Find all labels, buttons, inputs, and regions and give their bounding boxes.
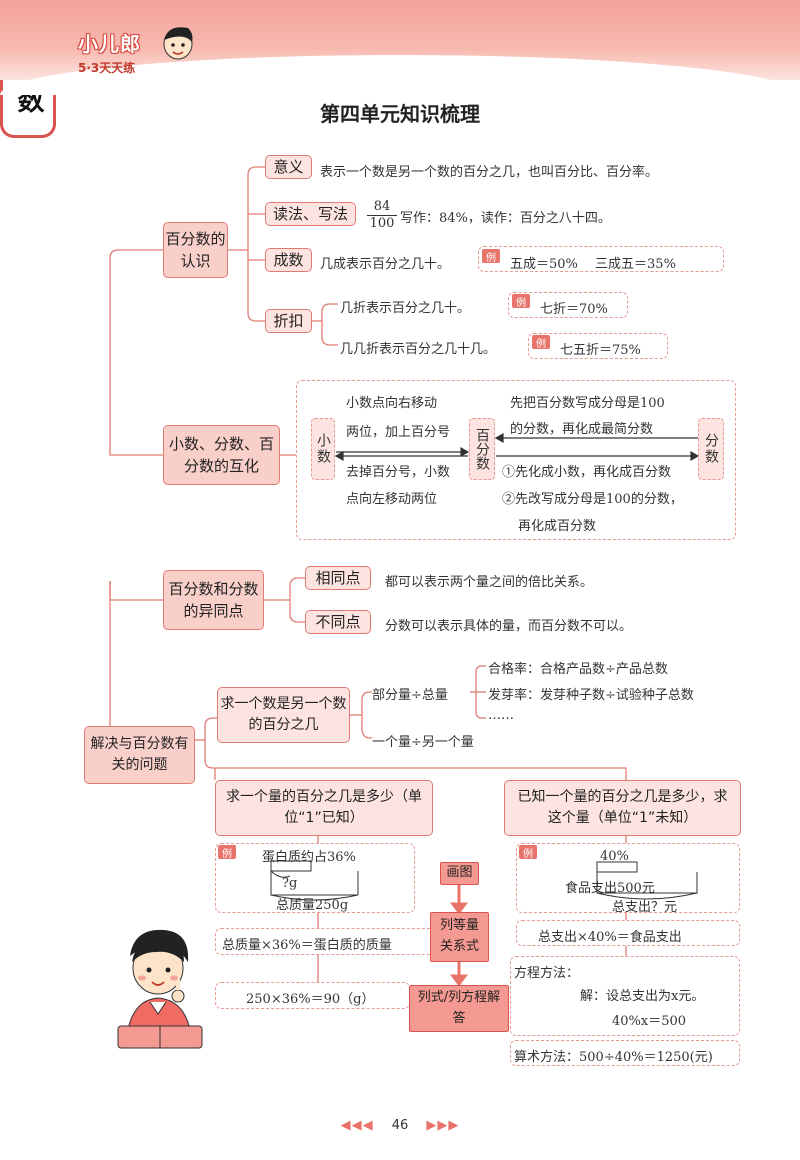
q3-arith: 算术方法：500÷40%＝1250(元): [514, 1050, 713, 1065]
q1-rate2: 发芽率：发芽种子数÷试验种子总数: [488, 688, 694, 703]
step-solve: 列式/列方程解答: [409, 985, 509, 1032]
f2p-line2: ②先改写成分母是100的分数，: [502, 492, 683, 507]
page-title: 第四单元知识梳理: [320, 102, 480, 126]
topic-compare: 百分数和分数的异同点: [163, 570, 264, 630]
label-q3: 已知一个量的百分之几是多少，求这个量（单位“1”未知）: [504, 780, 741, 836]
q3-diagram-box: [516, 843, 740, 913]
q2-ex1: 蛋白质约占36%: [262, 850, 356, 865]
q3-eq-title: 方程方法：: [514, 966, 580, 981]
q1-rate1: 合格率：合格产品数÷产品总数: [488, 662, 668, 677]
q3-ex2: 食品支出500元: [565, 881, 655, 896]
q3-equation-box: [510, 956, 740, 1036]
zhe-example-box-1: [508, 292, 628, 318]
read-text: 写作：84%，读作：百分之八十四。: [400, 211, 611, 226]
p2d-line1: 去掉百分号，小数: [346, 465, 451, 480]
zhe-example-box-2: [528, 333, 668, 359]
cheng-example: 五成＝50% 三成五＝35%: [510, 257, 676, 272]
page-footer: ◀◀◀ 46 ▶▶▶: [0, 1118, 800, 1133]
example-tag: 例: [218, 845, 236, 860]
q3-arith-box: [510, 1040, 740, 1066]
brand-logo: 小儿郎 5·3天天练: [78, 32, 141, 75]
q1-other: 一个量÷另一个量: [372, 735, 474, 750]
node-percent: 百分数: [469, 418, 495, 480]
p2f-line2: 的分数，再化成最简分数: [510, 422, 654, 437]
node-fraction: 分数: [698, 418, 724, 480]
mascot-icon: [163, 27, 193, 60]
label-same: 相同点: [305, 566, 371, 590]
label-zhekou: 折扣: [265, 309, 312, 333]
q3-eq2: 40%x＝500: [612, 1014, 687, 1029]
f2p-line3: 再化成百分数: [518, 519, 597, 534]
arrow-left-icon: ◀◀◀: [340, 1118, 374, 1133]
example-tag: 例: [482, 249, 500, 264]
q2-formula: 总质量×36%＝蛋白质的质量: [222, 938, 392, 953]
fraction-84-100: 84 100: [367, 199, 397, 232]
step-relation: 列等量关系式: [430, 912, 489, 962]
arrow-right-icon: ▶▶▶: [426, 1118, 460, 1133]
student-mascot-icon: [117, 929, 203, 1049]
p2d-line2: 点向左移动两位: [346, 492, 438, 507]
cheng-example-box: [478, 246, 724, 272]
label-diff: 不同点: [305, 610, 371, 634]
node-decimal: 小数: [311, 418, 335, 480]
example-tag: 例: [532, 335, 550, 350]
step-draw: 画图: [440, 862, 479, 885]
label-read-write: 读法、写法: [265, 202, 356, 226]
q2-calc: 250×36%＝90（g）: [246, 992, 375, 1007]
diff-text: 分数可以表示具体的量，而百分数不可以。: [385, 619, 633, 634]
q3-ex1: 40%: [600, 849, 629, 864]
topic-percent-meaning: 百分数的认识: [163, 222, 228, 278]
topic-conversion: 小数、分数、百分数的互化: [163, 425, 280, 485]
page-number: 46: [391, 1118, 409, 1133]
q1-rate3: ……: [488, 708, 514, 723]
meaning-text: 表示一个数是另一个数的百分之几，也叫百分比、百分率。: [320, 165, 659, 180]
example-tag: 例: [519, 845, 537, 860]
q2-ex3: 总质量250g: [276, 898, 349, 913]
q3-ex3: 总支出？元: [612, 900, 678, 915]
label-q1: 求一个数是另一个数的百分之几: [217, 687, 350, 743]
q2-ex2: ?g: [282, 876, 298, 891]
label-cheng: 成数: [265, 248, 312, 272]
q3-formula: 总支出×40%＝食品支出: [538, 930, 682, 945]
d2p-line2: 两位，加上百分号: [346, 425, 451, 440]
topic-problems: 解决与百分数有关的问题: [84, 726, 195, 784]
q3-eq1: 解：设总支出为x元。: [580, 989, 705, 1004]
zhe-text-2: 几几折表示百分之几十几。: [340, 342, 497, 357]
zhe-example-1: 七折＝70%: [540, 302, 608, 317]
cheng-text: 几成表示百分之几十。: [320, 257, 451, 272]
zhe-example-2: 七五折＝75%: [560, 343, 641, 358]
f2p-line1: ①先化成小数，再化成百分数: [502, 465, 672, 480]
d2p-line1: 小数点向右移动: [346, 396, 438, 411]
example-tag: 例: [512, 294, 530, 309]
p2f-line1: 先把百分数写成分母是100: [510, 396, 665, 411]
label-q2: 求一个量的百分之几是多少（单位“1”已知）: [215, 780, 433, 836]
q2-diagram-box: [215, 843, 415, 913]
q1-part: 部分量÷总量: [372, 688, 448, 703]
conversion-frame: [296, 380, 736, 540]
q3-formula-box: [516, 920, 740, 946]
label-meaning: 意义: [265, 155, 312, 179]
same-text: 都可以表示两个量之间的倍比关系。: [385, 575, 594, 590]
zhe-text-1: 几折表示百分之几十。: [340, 301, 471, 316]
